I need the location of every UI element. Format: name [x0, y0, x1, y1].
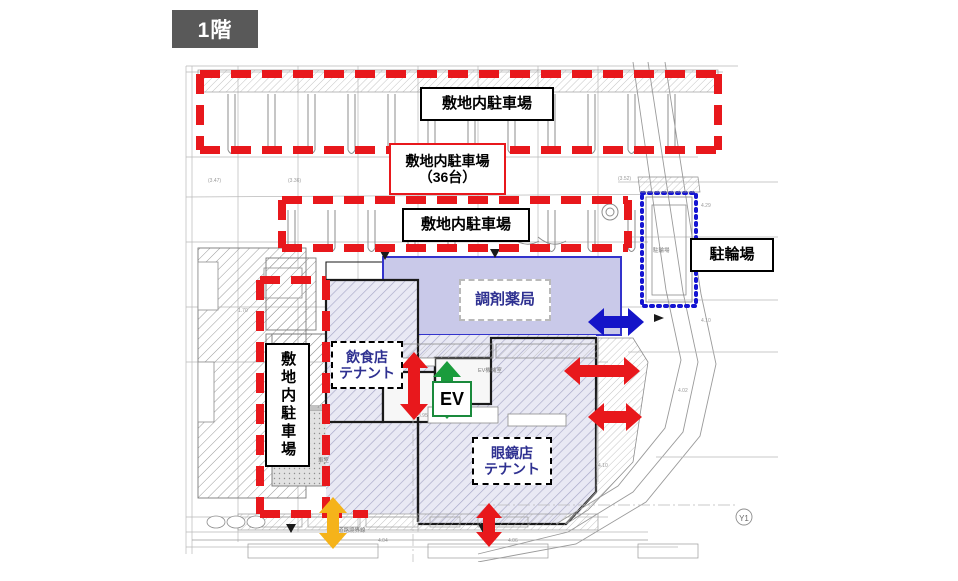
- parking-boundary-mid: [278, 196, 632, 252]
- svg-text:4.10: 4.10: [598, 463, 608, 469]
- svg-text:3.95: 3.95: [418, 413, 428, 419]
- svg-text:車室: 車室: [318, 456, 330, 464]
- label-parking-top: 敷地内駐車場: [420, 87, 554, 121]
- label-pharmacy: 調剤薬局: [459, 279, 551, 321]
- svg-text:4.06: 4.06: [508, 538, 518, 544]
- svg-text:4.04: 4.04: [378, 538, 388, 544]
- svg-text:(3.36): (3.36): [288, 178, 301, 184]
- label-glasses-tenant: 眼鏡店 テナント: [472, 437, 552, 485]
- parking-boundary-west: [256, 276, 368, 518]
- label-food-tenant: 飲食店 テナント: [331, 341, 403, 389]
- svg-text:(3.52): (3.52): [618, 176, 631, 182]
- svg-text:駐輪場: 駐輪場: [653, 246, 670, 254]
- floor-badge: 1階: [172, 10, 258, 48]
- svg-text:1.70: 1.70: [238, 308, 248, 314]
- svg-text:4.10: 4.10: [701, 318, 711, 324]
- svg-text:Y1: Y1: [739, 514, 749, 523]
- svg-text:(3.47): (3.47): [208, 178, 221, 184]
- label-bicycle-parking: 駐輪場: [690, 238, 774, 272]
- svg-text:4.29: 4.29: [701, 203, 711, 209]
- svg-text:4.02: 4.02: [678, 388, 688, 394]
- label-parking-count: 敷地内駐車場 （36台）: [389, 143, 506, 195]
- label-parking-mid: 敷地内駐車場: [402, 208, 530, 242]
- svg-text:EV機械室: EV機械室: [478, 366, 502, 374]
- label-elevator: EV: [432, 381, 472, 417]
- svg-text:道路境界線: 道路境界線: [338, 526, 366, 534]
- label-parking-west: 敷地内駐車場: [265, 343, 310, 467]
